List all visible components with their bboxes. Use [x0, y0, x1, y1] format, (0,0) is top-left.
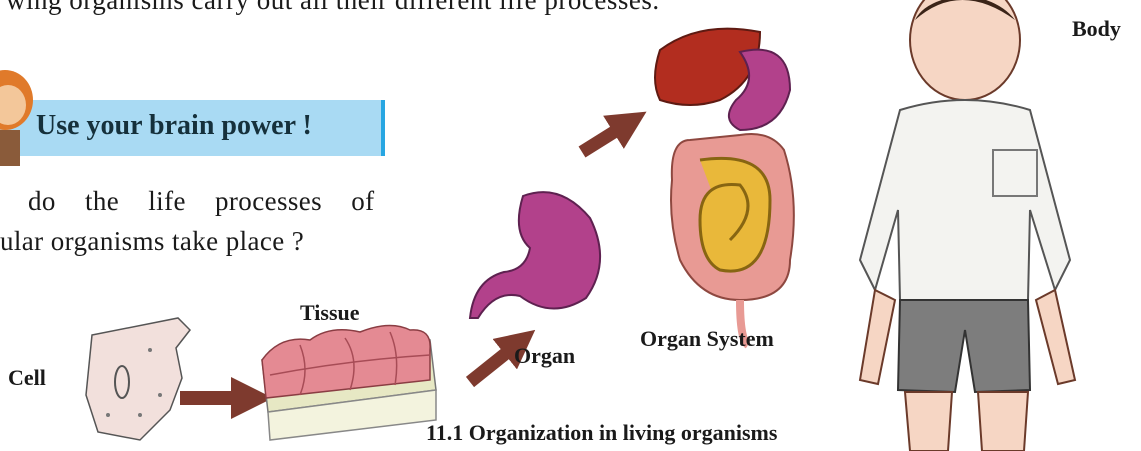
figure-caption: 11.1 Organization in living organisms — [426, 420, 777, 446]
stomach-illustration — [470, 192, 600, 318]
boy-body-illustration — [860, 0, 1075, 451]
cell-label: Cell — [8, 365, 46, 391]
tissue-label: Tissue — [300, 300, 360, 326]
arrow-tissue-organ — [470, 342, 520, 382]
tissue-illustration — [262, 325, 436, 440]
body-label: Body — [1072, 16, 1121, 42]
cell-illustration — [86, 318, 190, 440]
organ-label: Organ — [514, 343, 575, 369]
arrow-organ-system — [582, 122, 630, 152]
digestive-system-illustration — [655, 29, 794, 345]
organ-system-label: Organ System — [640, 326, 774, 352]
